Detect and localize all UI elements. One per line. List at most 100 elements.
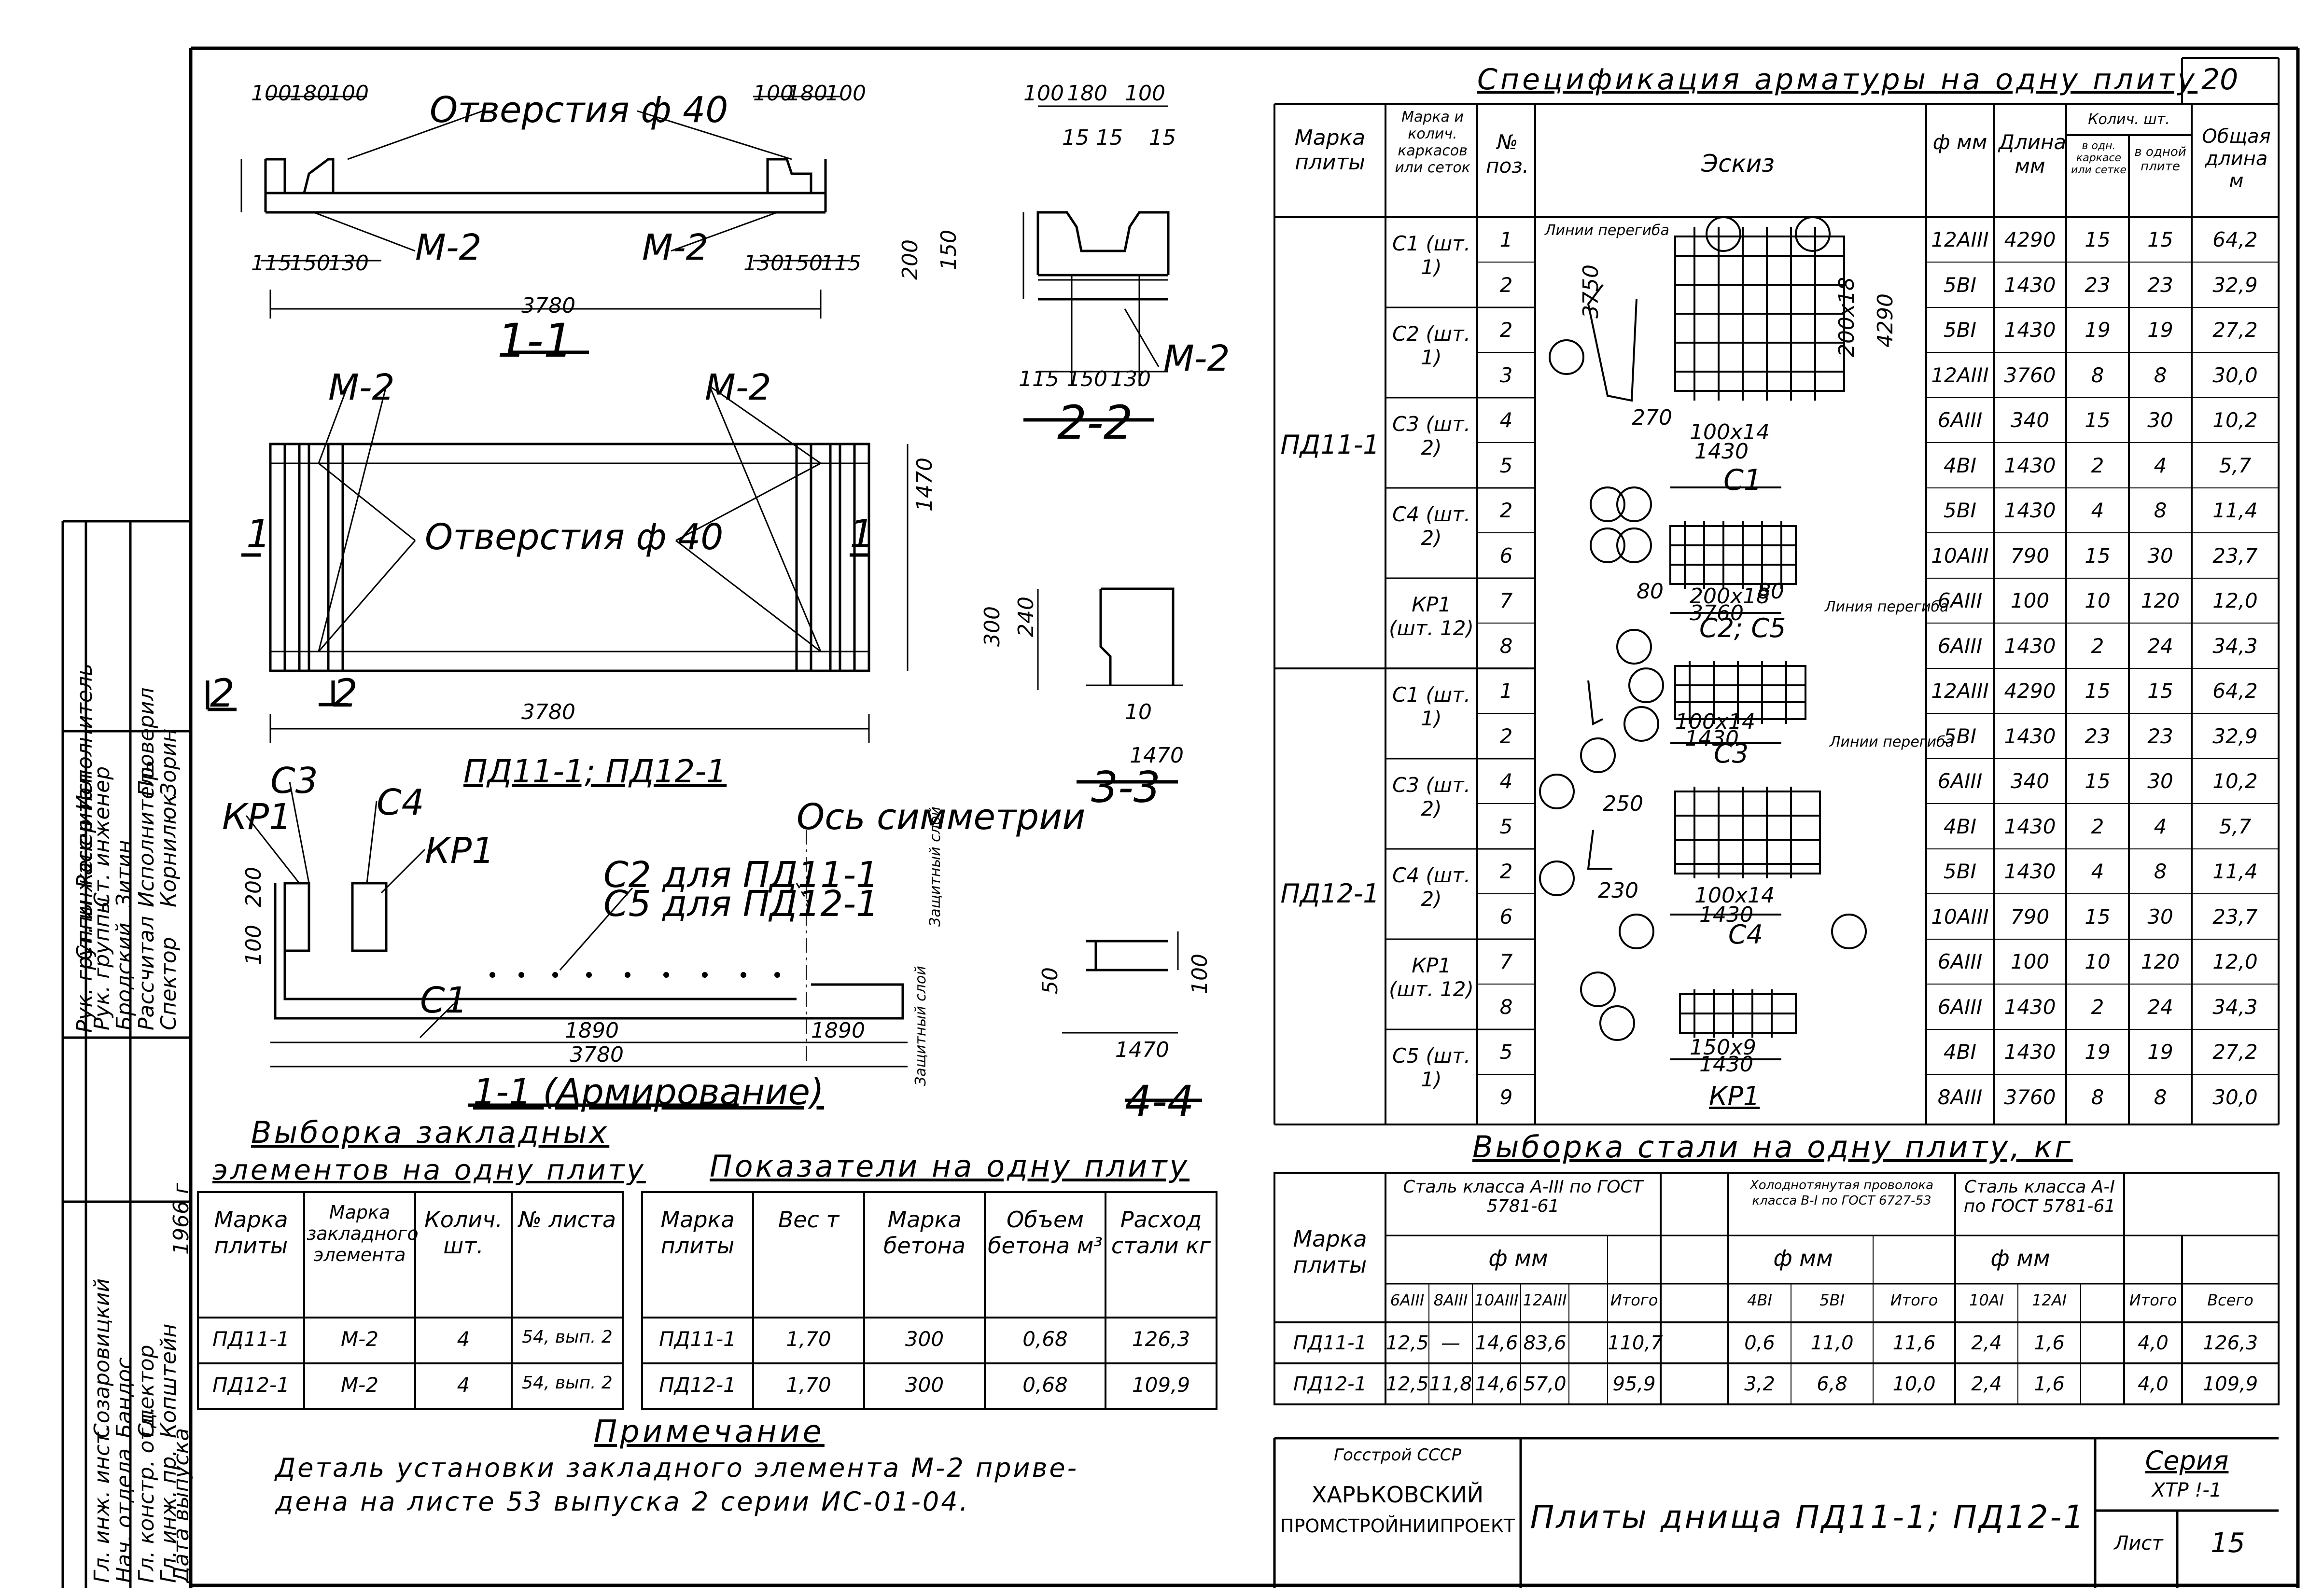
embedded-title-2: элементов на одну плиту [212, 1153, 646, 1186]
spec-cell-len: 340 [2010, 408, 2050, 432]
spec-kark: С5 (шт. 1) [1392, 1044, 1471, 1091]
m2-label-b: М-2 [642, 227, 709, 268]
embedded-cell: 54, вып. 2 [522, 1373, 613, 1393]
embedded-table-grid [197, 1191, 624, 1410]
dim-1470-plan: 1470 [912, 458, 937, 512]
indicators-cell: 1,70 [786, 1327, 831, 1351]
dim-1470-44: 1470 [1115, 1038, 1169, 1062]
spec-h-len: Длина мм [1999, 130, 2067, 178]
spec-h-total: Общая длина м [2202, 125, 2271, 192]
dim-100-a: 100 [251, 81, 292, 106]
spec-h-kark: Марка и колич. каркасов или сеток [1395, 109, 1470, 176]
spec-cell-q2: 24 [2147, 995, 2173, 1019]
dim-115-22: 115 [1019, 367, 1059, 391]
embedded-cell: 4 [457, 1373, 470, 1397]
spec-cell-dia: 12АIII [1931, 363, 1989, 387]
spec-cell-q1: 15 [2085, 543, 2111, 568]
steel-group-2: Холоднотянутая проволока класса В-I по Г… [1749, 1178, 1934, 1208]
spec-cell-dia: 12АIII [1931, 679, 1989, 703]
spec-cell-tot: 34,3 [2212, 995, 2258, 1019]
steel-col-header: 5BI [1819, 1291, 1845, 1309]
dim-1470-33: 1470 [1130, 743, 1184, 768]
steel-cell: 126,3 [2202, 1332, 2258, 1354]
steel-cell: — [1441, 1332, 1460, 1354]
steel-cell: 6,8 [1817, 1373, 1847, 1395]
spec-cell-len: 100 [2010, 589, 2050, 612]
kp1-label-b: КР1 [425, 830, 495, 872]
plan-drawing [206, 385, 909, 743]
sketch-100x14-c: 100х14 [1694, 883, 1775, 908]
steel-cell: 12,5 [1385, 1332, 1429, 1354]
indicators-cell: ПД11-1 [659, 1327, 736, 1351]
steel-col-header: Итого [2129, 1291, 2177, 1309]
spec-cell-dia: 6АIII [1937, 589, 1983, 612]
spec-cell-pos: 7 [1499, 589, 1513, 612]
section-2-2-drawing [1022, 105, 1170, 422]
spec-cell-tot: 23,7 [2212, 904, 2258, 929]
holes-label-plan: Отверстия ф 40 [425, 516, 724, 558]
section-mark-1-right: 1 [850, 512, 874, 556]
spec-cell-q1: 15 [2085, 679, 2111, 703]
spec-h-pos: № поз. [1486, 130, 1529, 178]
series-value: ХТР !-1 [2152, 1479, 2222, 1501]
embedded-h-1: Марка плиты [214, 1207, 288, 1259]
dim-115-a: 115 [251, 251, 292, 276]
spec-cell-len: 340 [2010, 769, 2050, 793]
note-title: Примечание [594, 1414, 825, 1450]
steel-col-header: Итого [1890, 1291, 1938, 1309]
spec-cell-tot: 12,0 [2212, 589, 2258, 612]
embedded-h-4: № листа [518, 1207, 616, 1233]
spec-cell-q2: 30 [2147, 769, 2173, 793]
indicators-h-5: Расход стали кг [1111, 1207, 1211, 1259]
spec-cell-q1: 23 [2085, 273, 2111, 297]
steel-cell: 12,5 [1385, 1373, 1429, 1395]
dim-100-22a: 100 [1023, 81, 1064, 106]
spec-h-qty-plate: в одной плите [2134, 145, 2186, 174]
protect-layer-a: Защитный слой [912, 966, 929, 1086]
sketch-c2c5: С2; С5 [1699, 613, 1786, 643]
steel-col-header: Итого [1610, 1291, 1658, 1309]
org-line-3: ПРОМСТРОЙНИИПРОЕКТ [1280, 1515, 1515, 1537]
dim-100-arm: 100 [241, 925, 266, 965]
sketch-250: 250 [1603, 791, 1643, 816]
section-4-4-title: 4-4 [1125, 1076, 1194, 1126]
dim-240-33: 240 [1014, 597, 1038, 637]
spec-cell-q2: 8 [2154, 499, 2167, 522]
spec-cell-len: 1430 [2004, 499, 2056, 522]
indicators-cell: 300 [905, 1373, 944, 1397]
steel-cell: ПД12-1 [1293, 1373, 1367, 1395]
sketch-270: 270 [1632, 405, 1672, 430]
dim-10-33: 10 [1125, 700, 1152, 724]
steel-col-header: Всего [2207, 1291, 2253, 1309]
spec-cell-q1: 15 [2085, 408, 2111, 432]
dim-115-b: 115 [821, 251, 861, 276]
spec-cell-len: 1430 [2004, 634, 2056, 658]
spec-cell-len: 790 [2010, 543, 2050, 568]
stamp-role-c: Рассчитал [134, 916, 159, 1030]
sketch-c3: С3 [1714, 738, 1749, 769]
spec-cell-dia: 8АIII [1937, 1085, 1983, 1109]
spec-cell-dia: 12АIII [1931, 228, 1989, 251]
spec-kark: С3 (шт. 2) [1392, 773, 1471, 820]
stamp-name-c: Спектор [156, 937, 181, 1030]
spec-cell-pos: 4 [1499, 769, 1513, 793]
dim-100-44: 100 [1188, 954, 1212, 994]
spec-cell-dia: 5BI [1944, 318, 1976, 342]
spec-cell-tot: 34,3 [2212, 634, 2258, 658]
dim-150-22b: 150 [1067, 367, 1107, 391]
embedded-cell: 54, вып. 2 [522, 1327, 613, 1347]
indicators-h-4: Объем бетона м³ [988, 1207, 1103, 1259]
dim-200-arm: 200 [241, 867, 266, 907]
m2-label-22: М-2 [1163, 338, 1230, 379]
spec-kark: С3 (шт. 2) [1392, 412, 1471, 459]
spec-cell-dia: 4BI [1944, 814, 1976, 838]
spec-cell-q1: 4 [2091, 860, 2104, 883]
steel-cell: 57,0 [1523, 1373, 1567, 1395]
indicators-cell: 126,3 [1132, 1327, 1190, 1351]
spec-cell-tot: 23,7 [2212, 543, 2258, 568]
spec-cell-pos: 9 [1499, 1085, 1513, 1109]
dim-180-22: 180 [1067, 81, 1107, 106]
sketch-1430-c: 1430 [1699, 902, 1753, 927]
c3-label: С3 [270, 760, 318, 802]
spec-cell-q1: 23 [2085, 724, 2111, 748]
